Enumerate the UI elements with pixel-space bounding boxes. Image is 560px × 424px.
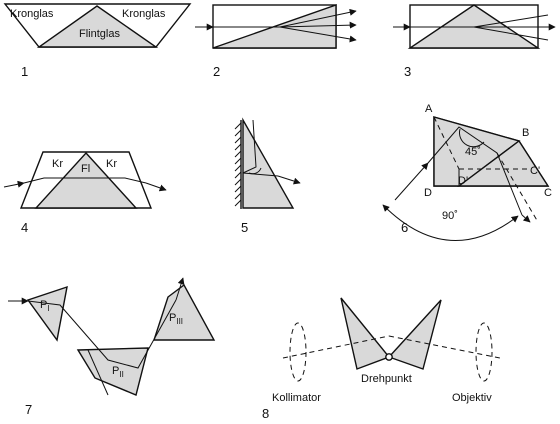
fig5-outgoing-ray — [277, 175, 301, 185]
fig8-label-pivot: Drehpunkt — [361, 373, 412, 385]
fig7-prism-2-edge — [87, 349, 109, 396]
fig5-reflected-ray — [242, 172, 279, 177]
fig8-number: 8 — [262, 406, 269, 421]
fig8-objective-lens — [475, 322, 493, 382]
fig2-ray-top — [279, 8, 357, 28]
fig4-label-right: Kr — [106, 158, 117, 170]
figure-3: 3 — [393, 4, 556, 79]
fig6-label-90: 90˚ — [442, 210, 458, 222]
figure-5: 5 — [234, 117, 301, 235]
fig6-label-45: 45˚ — [465, 146, 481, 158]
fig4-number: 4 — [21, 220, 28, 235]
figure-8: Kollimator Drehpunkt Objektiv 8 — [262, 297, 501, 421]
fig8-label-objective: Objektiv — [452, 392, 492, 404]
fig7-label-p1: PI — [40, 299, 50, 313]
fig3-ray-up — [473, 14, 549, 28]
fig5-number: 5 — [241, 220, 248, 235]
fig1-label-crown-right: Kronglas — [122, 8, 166, 20]
fig6-label-b: B — [522, 127, 529, 139]
fig1-label-crown-left: Kronglas — [10, 8, 54, 20]
fig4-inner-ray — [23, 177, 147, 184]
fig8-ray-in — [282, 335, 390, 359]
fig4-flint-prism — [34, 151, 138, 209]
fig6-label-d: D — [424, 187, 432, 199]
fig4-incoming-ray — [3, 180, 25, 188]
fig4-outgoing-ray — [145, 182, 167, 192]
fig2-number: 2 — [213, 64, 220, 79]
figure-1: Kronglas Kronglas Flintglas 1 — [3, 3, 192, 79]
fig5-mirror-hatching — [234, 122, 242, 207]
fig3-number: 3 — [404, 64, 411, 79]
fig7-label-p2: PII — [112, 365, 124, 379]
fig7-prism-3 — [153, 283, 216, 341]
fig6-label-a: A — [425, 103, 433, 115]
fig6-outgoing-ray — [521, 214, 531, 223]
fig6-incoming-ray — [394, 162, 429, 201]
fig1-flint-prism — [36, 5, 159, 48]
fig8-label-collimator: Kollimator — [272, 392, 321, 404]
fig8-pivot-point — [385, 353, 393, 361]
fig6-label-c: C — [544, 187, 552, 199]
fig7-number: 7 — [25, 402, 32, 417]
fig8-prism-right — [387, 299, 442, 370]
figure-6: A B C C' D D' 45˚ 90˚ 6 — [382, 103, 552, 241]
fig7-label-p3: PIII — [169, 312, 183, 326]
fig1-label-flint: Flintglas — [79, 28, 120, 40]
figure-2: 2 — [195, 4, 357, 79]
fig4-prism-outline — [19, 151, 153, 209]
figure-7: PI PII PIII 7 — [8, 277, 216, 417]
fig6-number: 6 — [401, 220, 408, 235]
figure-4: Kr Fl Kr 4 — [3, 151, 167, 235]
fig5-prism — [242, 117, 295, 209]
fig6-angle-arc-90 — [382, 204, 519, 241]
fig1-number: 1 — [21, 64, 28, 79]
fig4-label-middle: Fl — [81, 163, 90, 175]
fig5-inner-ray — [242, 119, 257, 174]
fig7-prism-2 — [76, 347, 149, 396]
fig3-ray-down — [473, 26, 549, 41]
fig8-collimator-lens — [289, 322, 307, 382]
fig6-label-c-prime: C' — [530, 165, 540, 177]
fig6-inner-ray — [427, 126, 523, 216]
fig4-label-left: Kr — [52, 158, 63, 170]
fig2-ray-bottom — [279, 26, 357, 43]
fig8-prism-left — [340, 297, 391, 370]
fig6-dashed-exit — [496, 152, 539, 223]
fig6-label-d-prime: D' — [458, 175, 468, 187]
fig6-angle-arc-45 — [459, 128, 485, 148]
fig2-ray-mid — [279, 21, 357, 29]
fig7-ray-path — [27, 299, 177, 369]
fig7-prism-1 — [26, 285, 68, 342]
fig6-dashed-diagonal — [433, 116, 460, 170]
fig7-outgoing-ray — [175, 277, 185, 301]
fig8-ray-out — [388, 335, 501, 359]
